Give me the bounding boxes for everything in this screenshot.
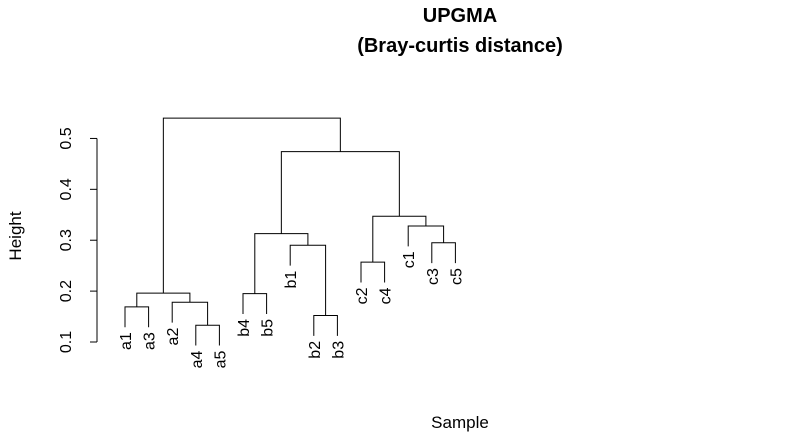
chart-subtitle: (Bray-curtis distance): [357, 35, 563, 57]
dendrogram-link: [254, 233, 309, 294]
leaf-label-a4: a4: [189, 350, 206, 368]
dendrogram-link: [431, 242, 456, 264]
dendrogram-link: [360, 261, 386, 283]
y-axis: 0.1 0.2 0.3 0.4 0.5: [58, 127, 98, 353]
dendrogram-link: [407, 225, 445, 247]
leaf-label-b1: b1: [283, 271, 300, 289]
dendrogram-link: [313, 315, 338, 336]
y-tick-label: 0.2: [58, 280, 75, 302]
leaf-label-c2: c2: [354, 287, 371, 304]
leaf-label-b5: b5: [260, 319, 277, 337]
y-axis-label: Height: [6, 211, 25, 260]
chart-title: UPGMA: [423, 5, 497, 27]
leaf-label-a5: a5: [212, 350, 229, 368]
dendrogram-links: [124, 117, 456, 346]
leaf-label-b2: b2: [307, 341, 324, 359]
leaf-label-a2: a2: [165, 328, 182, 346]
leaf-label-a1: a1: [118, 332, 135, 350]
y-tick-label: 0.5: [58, 127, 75, 149]
dendrogram-link: [162, 117, 341, 294]
y-tick-label: 0.4: [58, 178, 75, 200]
leaf-label-c5: c5: [448, 268, 465, 285]
leaf-label-a3: a3: [142, 332, 159, 350]
y-tick-label: 0.1: [58, 331, 75, 353]
leaf-label-c4: c4: [378, 287, 395, 304]
leaf-labels: a4 a5 b2 b3 a1 a3 a2 b4 b5 c2 c4 b1 c3 c5 c1: [118, 251, 465, 368]
leaf-label-b4: b4: [236, 319, 253, 337]
dendrogram-link: [280, 151, 400, 234]
dendrogram-link: [195, 324, 220, 346]
dendrogram-link: [136, 292, 191, 307]
leaf-label-c3: c3: [425, 268, 442, 285]
y-tick-label: 0.3: [58, 229, 75, 251]
leaf-label-b3: b3: [330, 341, 347, 359]
leaf-label-c1: c1: [401, 251, 418, 268]
x-axis-label: Sample: [431, 413, 489, 432]
dendrogram-link: [242, 293, 268, 315]
dendrogram-link: [171, 301, 209, 326]
dendrogram-link: [124, 306, 150, 328]
